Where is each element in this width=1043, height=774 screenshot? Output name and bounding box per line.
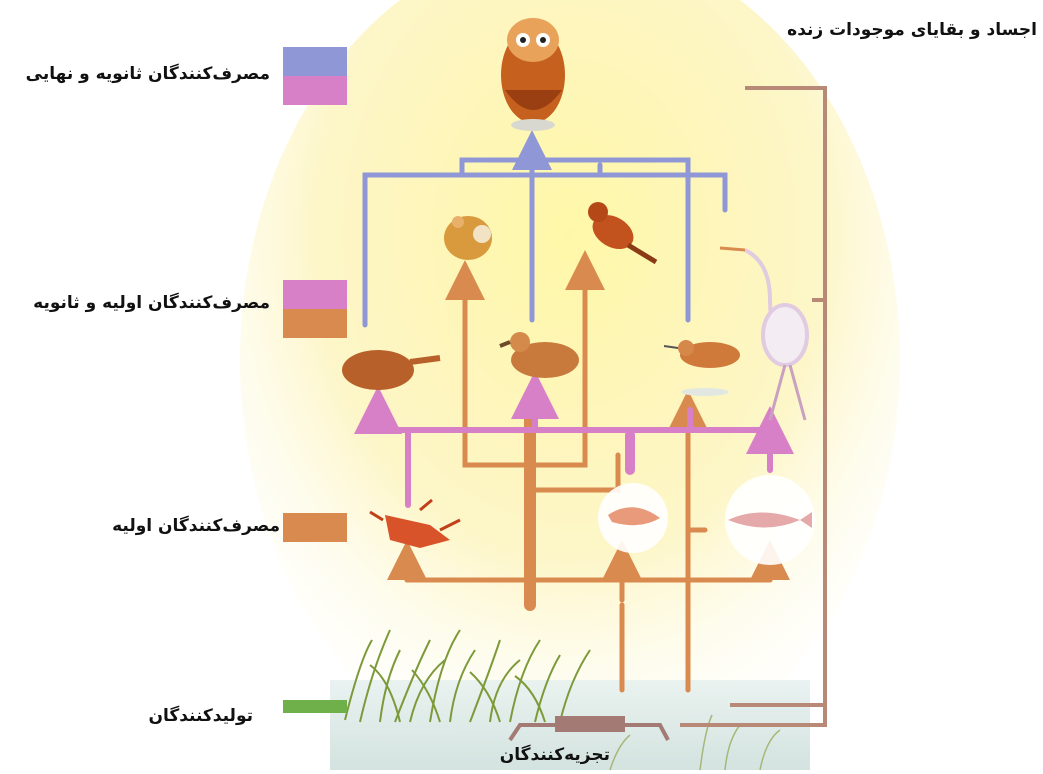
label-remains: اجساد و بقایای موجودات زنده: [787, 20, 1037, 40]
swatch-tertiary: [283, 76, 347, 105]
swatch-primary-2: [283, 513, 347, 542]
swatch-primary: [283, 309, 347, 338]
fish-icon: [725, 475, 815, 565]
swatch-secondary: [283, 47, 347, 76]
label-primary-consumers: مصرف‌کنندگان اولیه: [112, 516, 280, 536]
decomposer-bar: [555, 716, 625, 732]
label-producers: تولیدکنندگان: [148, 706, 253, 726]
label-decomposers: تجزیه‌کنندگان: [500, 745, 610, 765]
swatch-tertiary-2: [283, 280, 347, 309]
swatch-producer: [283, 700, 347, 713]
label-primary-secondary-consumers: مصرف‌کنندگان اولیه و ثانویه: [33, 293, 270, 313]
background-glow: [240, 0, 900, 774]
label-secondary-final-consumers: مصرف‌کنندگان ثانویه و نهایی: [26, 64, 270, 84]
shrimp-icon: [598, 483, 668, 553]
hamster-icon: [444, 216, 492, 260]
